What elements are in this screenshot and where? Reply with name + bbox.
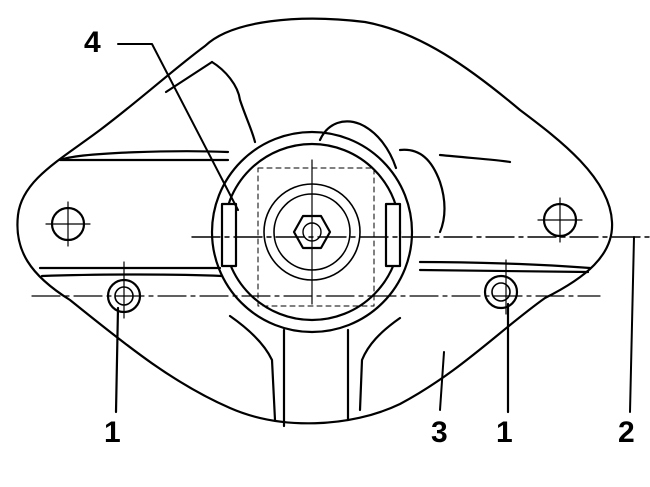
lower-rib-left — [38, 266, 224, 278]
center-nut — [292, 214, 332, 250]
callout-1-left: 1 — [104, 416, 121, 449]
leader-2 — [629, 236, 635, 413]
slot-left — [220, 202, 238, 268]
bearing-right-lip — [398, 148, 446, 234]
hole-upper-right-crosshair — [537, 197, 583, 243]
callout-4: 4 — [84, 26, 101, 59]
leader-4 — [117, 43, 239, 211]
strut-body-contour — [210, 60, 257, 144]
upper-rib-right — [438, 153, 512, 164]
leader-3 — [439, 351, 445, 411]
stud-right-inner — [491, 282, 511, 302]
strut-body-contour-2 — [164, 60, 214, 94]
upper-rib — [58, 150, 230, 162]
lower-web-left — [228, 314, 277, 422]
bearing-top-lip — [318, 120, 398, 170]
callout-3: 3 — [431, 416, 448, 449]
mounting-plate-outline — [16, 17, 614, 425]
lower-rib-right — [418, 260, 592, 274]
bearing-outer — [210, 130, 414, 334]
hole-upper-left-crosshair — [45, 201, 91, 247]
callout-1-right: 1 — [496, 416, 513, 449]
callout-2: 2 — [618, 416, 635, 449]
stud-right-outer — [483, 274, 519, 310]
leader-1-left — [114, 306, 120, 414]
slot-right — [384, 202, 402, 268]
lower-web-right — [358, 316, 402, 412]
